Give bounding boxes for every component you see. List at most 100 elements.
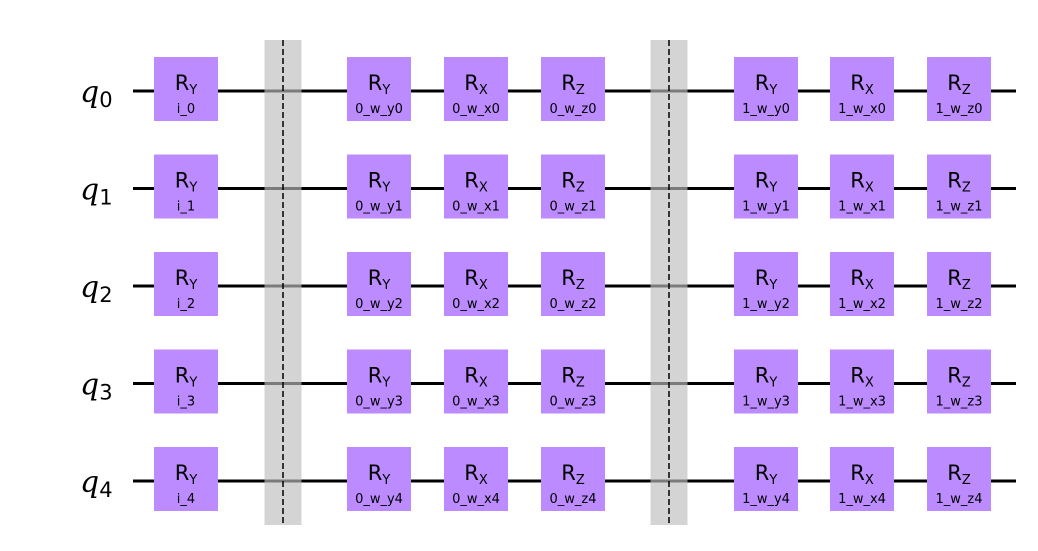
gate-box bbox=[734, 154, 798, 219]
qubit-label-index: 3 bbox=[99, 381, 112, 405]
gate-parameter: i_3 bbox=[177, 395, 195, 410]
gate-rz: RZ1_w_z2 bbox=[927, 252, 991, 316]
gate-name-letter: R bbox=[175, 461, 190, 485]
qubit-label-letter: q bbox=[80, 465, 99, 500]
gate-parameter: 0_w_y4 bbox=[355, 492, 403, 507]
gate-name-axis: X bbox=[479, 83, 488, 98]
gate-name: RZ bbox=[561, 71, 585, 98]
gate-parameter: 0_w_z4 bbox=[550, 492, 597, 507]
gate-rx: RX1_w_x1 bbox=[830, 154, 894, 219]
gate-name-axis: Y bbox=[381, 473, 390, 488]
gate-name-axis: Y bbox=[381, 181, 390, 196]
gate-name-letter: R bbox=[850, 364, 865, 388]
gate-name: RY bbox=[368, 461, 391, 488]
gate-parameter: 0_w_y2 bbox=[355, 297, 403, 312]
gate-name-letter: R bbox=[850, 266, 865, 290]
gate-parameter: 1_w_z4 bbox=[936, 492, 983, 507]
gate-name-axis: Z bbox=[576, 83, 585, 98]
gate-box bbox=[734, 447, 798, 511]
gate-rx: RX0_w_x0 bbox=[444, 57, 508, 121]
qubit-label-letter: q bbox=[80, 368, 99, 403]
gate-parameter: i_0 bbox=[177, 102, 195, 117]
gate-rx: RX1_w_x4 bbox=[830, 447, 894, 511]
gate-name: RX bbox=[464, 364, 488, 391]
gate-rx: RX0_w_x4 bbox=[444, 447, 508, 511]
gate-name-letter: R bbox=[947, 169, 962, 193]
gate-box bbox=[347, 349, 411, 414]
gate-name: RZ bbox=[947, 461, 971, 488]
qubit-label-index: 1 bbox=[99, 186, 112, 210]
gates-layer: RYi_0RYi_1RYi_2RYi_3RYi_4RY0_w_y0RY0_w_y… bbox=[154, 57, 991, 511]
gate-name-axis: Y bbox=[768, 473, 777, 488]
qubit-label: q2 bbox=[80, 270, 113, 307]
gate-rx: RX1_w_x2 bbox=[830, 252, 894, 316]
gate-name-axis: X bbox=[479, 376, 488, 391]
gate-name: RY bbox=[175, 266, 198, 293]
qubit-label-index: 2 bbox=[99, 283, 112, 307]
gate-parameter: 1_w_y2 bbox=[742, 297, 790, 312]
gate-name-axis: X bbox=[865, 181, 874, 196]
gate-parameter: 0_w_y3 bbox=[355, 395, 403, 410]
gate-name-axis: Z bbox=[576, 376, 585, 391]
gate-name: RZ bbox=[947, 364, 971, 391]
gate-box bbox=[734, 252, 798, 316]
gate-parameter: 1_w_x0 bbox=[838, 102, 886, 117]
gate-name-axis: X bbox=[865, 83, 874, 98]
gate-name-letter: R bbox=[561, 266, 576, 290]
gate-parameter: 0_w_x0 bbox=[452, 102, 500, 117]
gate-ry: RY 0_w_y4 bbox=[347, 447, 411, 511]
gate-name: RY bbox=[368, 71, 391, 98]
gate-box bbox=[734, 349, 798, 414]
gate-box bbox=[830, 57, 894, 121]
gate-name-axis: Y bbox=[381, 376, 390, 391]
gate-name-axis: Z bbox=[962, 473, 971, 488]
gate-rz: RZ1_w_z1 bbox=[927, 154, 991, 219]
gate-parameter: 0_w_z1 bbox=[550, 200, 597, 215]
qubit-label: q0 bbox=[80, 75, 113, 112]
gate-name: RY bbox=[755, 266, 778, 293]
gate-ry: RY1_w_y0 bbox=[734, 57, 798, 121]
gate-name: RY bbox=[755, 364, 778, 391]
gate-rx: RX 1_w_x0 bbox=[830, 57, 894, 121]
gate-name-letter: R bbox=[561, 169, 576, 193]
gate-name-axis: Y bbox=[381, 278, 390, 293]
gate-rz: RZ 1_w_z4 bbox=[927, 447, 991, 511]
gate-name-axis: Z bbox=[962, 278, 971, 293]
gate-parameter: 1_w_z3 bbox=[936, 395, 983, 410]
gate-name: RZ bbox=[947, 71, 971, 98]
gate-rz: RZ0_w_z3 bbox=[541, 349, 605, 414]
qubit-label-index: 0 bbox=[99, 88, 112, 112]
gate-box bbox=[154, 252, 218, 316]
gate-box bbox=[154, 57, 218, 121]
gate-name: RX bbox=[850, 71, 874, 98]
gate-name-axis: Y bbox=[188, 376, 197, 391]
gate-parameter: 1_w_x3 bbox=[838, 395, 886, 410]
gate-box bbox=[734, 57, 798, 121]
gate-name-axis: Z bbox=[962, 83, 971, 98]
gate-name-letter: R bbox=[368, 266, 383, 290]
gate-parameter: 1_w_y4 bbox=[742, 492, 790, 507]
gate-rx: RX0_w_x2 bbox=[444, 252, 508, 316]
gate-box bbox=[154, 154, 218, 219]
gate-name: RX bbox=[464, 169, 488, 196]
gate-box bbox=[541, 154, 605, 219]
gate-name-letter: R bbox=[464, 461, 479, 485]
gate-rx: RX1_w_x3 bbox=[830, 349, 894, 414]
gate-name: RZ bbox=[561, 169, 585, 196]
gate-ry: RY 1_w_y4 bbox=[734, 447, 798, 511]
gate-name-axis: Y bbox=[768, 181, 777, 196]
gate-parameter: i_2 bbox=[177, 297, 195, 312]
gate-name: RY bbox=[175, 169, 198, 196]
gate-box bbox=[444, 154, 508, 219]
gate-ry: RY0_w_y3 bbox=[347, 349, 411, 414]
gate-box bbox=[444, 252, 508, 316]
gate-name-letter: R bbox=[755, 461, 770, 485]
qubit-label-letter: q bbox=[80, 75, 99, 110]
gate-name: RY bbox=[175, 71, 198, 98]
gate-name-axis: Y bbox=[188, 473, 197, 488]
gate-name: RY bbox=[175, 461, 198, 488]
gate-box bbox=[830, 349, 894, 414]
gate-name-letter: R bbox=[175, 71, 190, 95]
gate-name-letter: R bbox=[464, 266, 479, 290]
